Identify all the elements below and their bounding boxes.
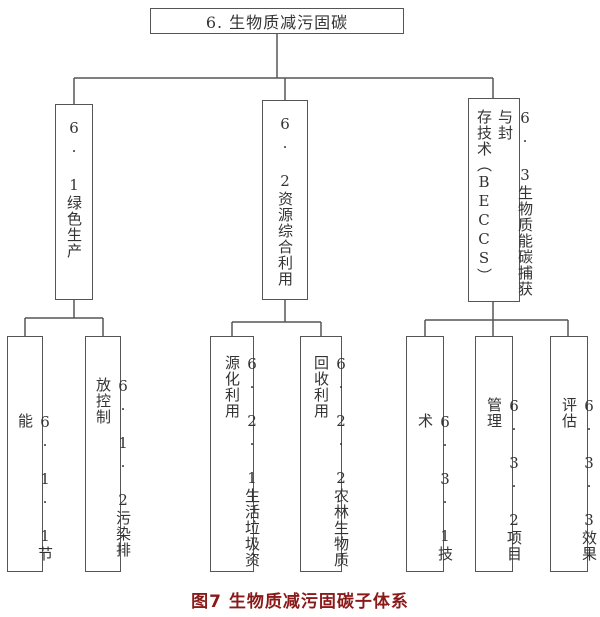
node-pollution-control: 6. 1. 2污染排放控制 [85,336,132,572]
node-energy-saving: 6. 1. 1节能 [7,336,54,572]
node-waste-recycling: 6. 2. 1生活垃圾资源化利用 [210,336,261,572]
node-beccs: 6. 3生物质能碳捕获与封 存技术（BECCS） [468,98,534,302]
figure-caption: 图7 生物质减污固碳子体系 [191,592,409,612]
node-label: 6. 3. 2项目管理 [485,397,523,562]
node-label: 6. 1. 2污染排放控制 [94,377,132,558]
node-label: 6. 2. 2农林生物质回收利用 [312,355,350,568]
root-node: 6. 生物质减污固碳 [150,8,404,34]
node-label-line2: 存技术（BECCS） [475,109,493,284]
node-label: 6. 1. 1节能 [16,413,54,562]
node-label: 6. 1绿色生产 [65,119,83,259]
node-effect-evaluation: 6. 3. 3效果评估 [550,336,598,572]
node-label: 6. 2资源综合利用 [276,115,294,287]
node-biomass-recycling: 6. 2. 2农林生物质回收利用 [300,336,350,572]
node-label: 6. 3. 1技术 [416,413,454,562]
node-green-production: 6. 1绿色生产 [55,104,93,300]
node-resource-utilization: 6. 2资源综合利用 [262,100,308,300]
node-label-line1: 6. 3生物质能碳捕获与封 [496,109,534,297]
node-technology: 6. 3. 1技术 [406,336,454,572]
node-label: 6. 2. 1生活垃圾资源化利用 [223,355,261,568]
node-project-management: 6. 3. 2项目管理 [475,336,523,572]
node-label: 6. 3. 3效果评估 [560,397,598,562]
root-node-label: 6. 生物质减污固碳 [205,13,349,32]
